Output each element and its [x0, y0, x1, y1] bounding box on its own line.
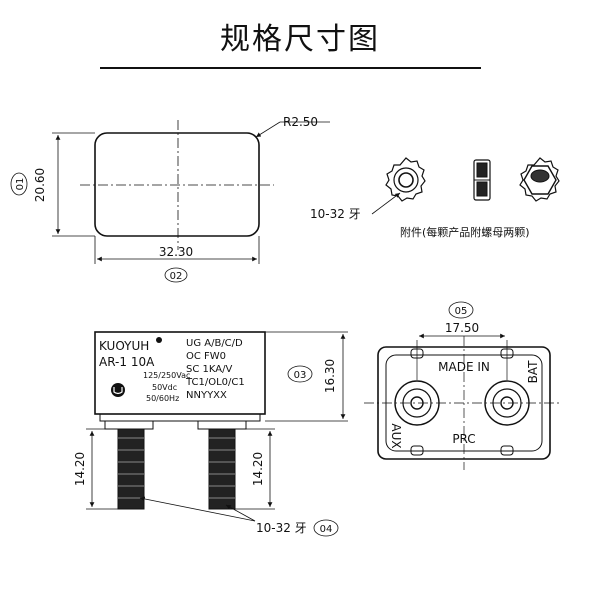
title-underline	[100, 67, 481, 69]
left-stud	[104, 420, 154, 510]
front-brand: KUOYUH	[99, 339, 149, 353]
label-aux: AUX	[389, 423, 403, 448]
radius-leader	[255, 121, 281, 138]
front-rating-ac: 125/250Vac	[143, 371, 190, 380]
callout-05-ellipse	[448, 301, 474, 319]
front-thread-label: 10-32 牙	[256, 521, 307, 535]
front-rating-hz: 50/60Hz	[146, 394, 179, 403]
hex-nut-icon	[519, 157, 560, 202]
top-width-dim: 32.30	[159, 245, 193, 259]
top-view	[10, 120, 330, 283]
accessory-thread-label: 10-32 牙	[310, 207, 361, 221]
callout-03-ellipse	[287, 365, 313, 383]
bottom-spacing-dim: 17.50	[445, 321, 479, 335]
cert-line-1: UG A/B/C/D	[186, 338, 243, 349]
washer-side-icon	[473, 159, 491, 201]
callout-02: 02	[170, 271, 183, 282]
radius-dim: R2.50	[283, 115, 318, 129]
top-view-outline	[94, 132, 260, 237]
stud-right-dim: 14.20	[251, 452, 265, 486]
page-title: 规格尺寸图	[220, 22, 380, 57]
cert-line-3: SC 1KA/V	[186, 364, 232, 375]
accessory-note: 附件(每颗产品附螺母两颗)	[400, 225, 530, 239]
front-model: AR-1 10A	[99, 355, 155, 369]
front-view	[86, 331, 348, 537]
cert-line-2: OC FW0	[186, 351, 226, 362]
ur-cert-logo-icon	[111, 383, 125, 397]
accessories	[371, 157, 560, 215]
terminal-left	[394, 380, 440, 426]
registered-mark-icon	[156, 337, 162, 343]
callout-04-ellipse	[313, 519, 339, 537]
callout-01: 01	[15, 178, 26, 191]
cert-line-4: TC1/OL0/C1	[185, 377, 245, 388]
terminal-right	[484, 380, 530, 426]
label-made-in: MADE IN	[438, 360, 490, 374]
callout-03: 03	[294, 370, 307, 381]
right-stud	[197, 420, 247, 510]
label-bat: BAT	[526, 360, 540, 384]
front-height-dim: 16.30	[323, 359, 337, 393]
label-prc: PRC	[452, 432, 475, 446]
stud-left-dim: 14.20	[73, 452, 87, 486]
callout-05: 05	[455, 306, 468, 317]
cert-line-5: NNYYXX	[186, 390, 227, 401]
star-washer-icon	[385, 157, 426, 202]
front-rating-dc: 50Vdc	[152, 383, 177, 392]
callout-04: 04	[320, 524, 333, 535]
bottom-view	[364, 301, 562, 470]
callout-01-ellipse	[10, 172, 28, 196]
callout-02-ellipse	[164, 267, 188, 283]
top-height-dim: 20.60	[33, 168, 47, 202]
